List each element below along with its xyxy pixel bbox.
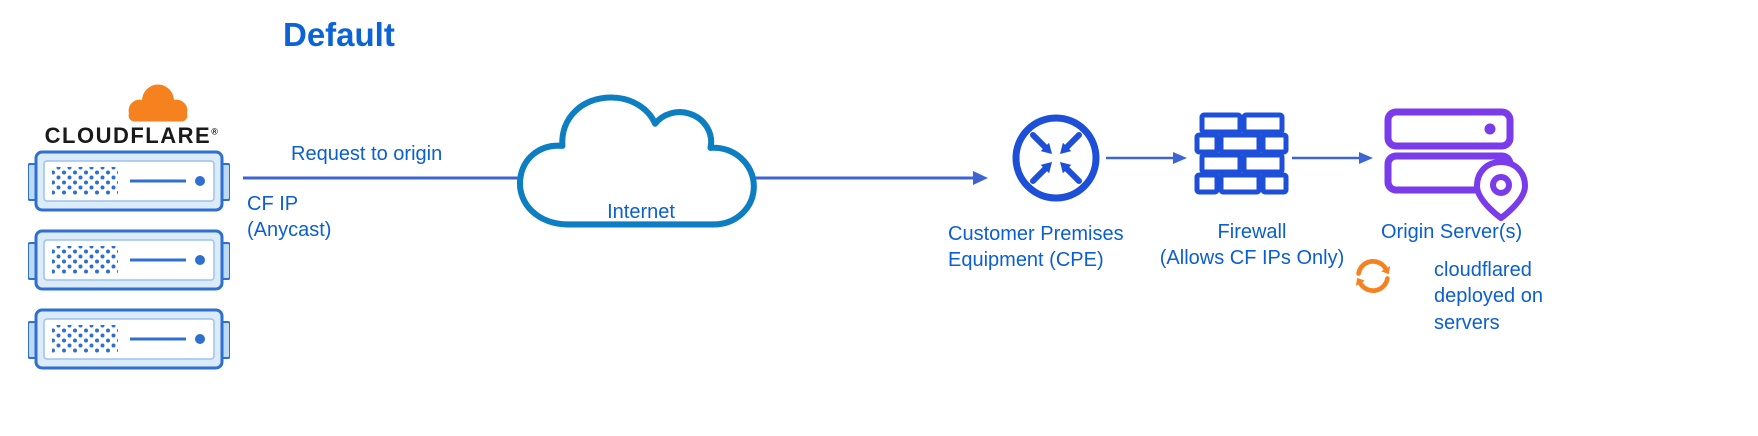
- cloudflare-server-icon-3: [28, 308, 230, 370]
- cloudflared-note-label: cloudflared deployed on servers: [1434, 259, 1543, 334]
- cloudflare-cloud-icon: [128, 84, 188, 122]
- cpe-label: Customer Premises Equipment (CPE): [948, 223, 1124, 272]
- cpe-to-firewall-arrow: [1106, 152, 1187, 164]
- cloudflare-server-icon-1: [28, 150, 230, 212]
- cloudflare-wordmark-text: CLOUDFLARE: [44, 123, 212, 148]
- cloudflared-sync-icon: [1355, 259, 1391, 293]
- request-to-origin-label: Request to origin: [291, 143, 443, 165]
- registered-mark: ®: [211, 126, 220, 137]
- origin-server-label: Origin Server(s): [1381, 221, 1523, 243]
- internet-cloud-icon: [517, 94, 757, 228]
- cf-ip-anycast-label: CF IP (Anycast): [247, 193, 332, 242]
- firewall-label: Firewall (Allows CF IPs Only): [1159, 221, 1345, 270]
- cloudflare-server-icon-2: [28, 229, 230, 291]
- origin-server-location-icon: [1384, 108, 1528, 221]
- firewall-to-origin-arrow: [1292, 152, 1373, 164]
- cloudflare-wordmark: CLOUDFLARE®: [34, 123, 230, 149]
- firewall-brick-wall-icon: [1194, 112, 1289, 195]
- cpe-converging-arrows-icon: [1012, 114, 1100, 202]
- internet-label: Internet: [607, 201, 675, 223]
- diagram-title: Default: [283, 16, 395, 53]
